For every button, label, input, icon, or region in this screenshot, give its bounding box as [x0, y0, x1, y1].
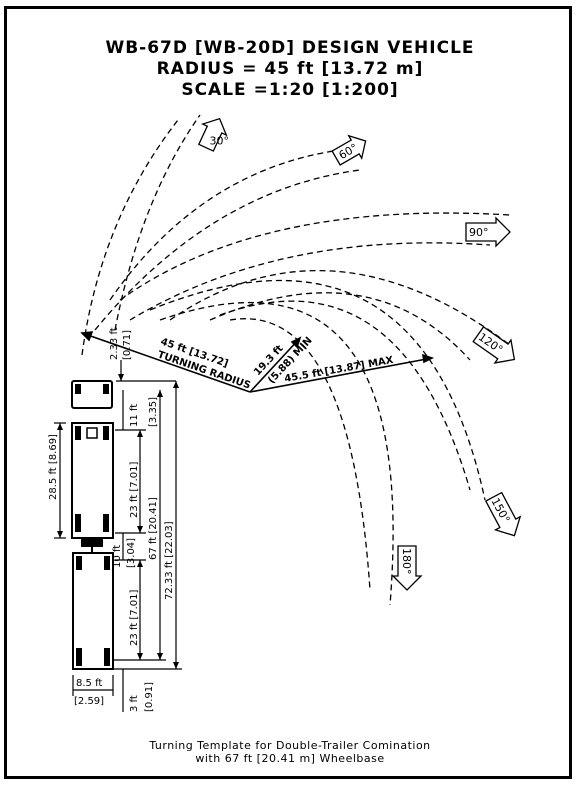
wheel: [103, 426, 109, 440]
angle-30-label: 30°: [209, 134, 229, 147]
dimension-arrowheads: [57, 374, 179, 669]
curve-180-a: [159, 302, 394, 606]
angle-90-label: 90°: [469, 226, 489, 239]
dim-cab-label: 11 ft: [129, 404, 140, 427]
curve-30-inner: [114, 114, 201, 331]
wheel: [76, 556, 82, 570]
min-radius-arrowhead: [290, 336, 302, 349]
drawing-border: [4, 6, 572, 779]
curve-30-outer: [81, 119, 179, 356]
max-radius-label: 45.5 ft [13.87] MAX: [284, 355, 395, 385]
wheel: [104, 556, 110, 570]
radius-labels: 45 ft [13.72] TURNING RADIUS 19.3 ft (5.…: [156, 335, 395, 391]
title-line-3: SCALE =1:20 [1:200]: [181, 80, 399, 100]
caption-line-1: Turning Template for Double-Trailer Comi…: [149, 739, 431, 752]
wheel: [75, 514, 81, 532]
wheel: [103, 514, 109, 532]
angle-markers: 30° 60° 90° 120° 150° 180°: [197, 117, 522, 591]
curve-180-b: [229, 318, 371, 591]
dim-trailer1-wb-label: 23 ft [7.01]: [129, 461, 140, 518]
dim-front-overhang-label: 2.33 ft: [109, 327, 120, 360]
vehicle-plan: [71, 380, 114, 670]
title-line-1: WB-67D [WB-20D] DESIGN VEHICLE: [105, 38, 475, 58]
wheel: [75, 384, 81, 394]
dim-gap-metric: [3.04]: [126, 538, 137, 568]
dim-rear-label: 3 ft: [129, 695, 140, 712]
angle-120-marker: 120°: [472, 325, 516, 364]
wheel: [103, 384, 109, 394]
dim-gap-label: 10 ft: [112, 545, 123, 568]
dim-front-overhang-metric: [0.71]: [122, 330, 133, 360]
dim-trailer1-length-label: 28.5 ft [8.69]: [48, 434, 59, 500]
wheels: [75, 384, 110, 666]
dim-trailer2-wb-label: 23 ft [7.01]: [129, 589, 140, 646]
converter-dolly: [81, 537, 103, 547]
curve-90-a: [119, 212, 511, 301]
min-radius-line: [249, 337, 301, 393]
wheel: [76, 648, 82, 666]
dimension-labels: 28.5 ft [8.69] 2.33 ft [0.71] 11 ft [3.3…: [48, 327, 175, 712]
angle-30-marker: 30°: [197, 117, 229, 152]
angle-180-marker: 180°: [391, 545, 423, 591]
turning-radius-line: [81, 332, 251, 393]
curve-150-b: [219, 300, 471, 491]
angle-180-label: 180°: [400, 548, 413, 575]
max-radius-arrowhead: [422, 353, 435, 364]
curve-60-a: [109, 149, 341, 301]
radius-lines: [80, 331, 435, 393]
wheel: [104, 648, 110, 666]
max-radius-line: [249, 357, 433, 393]
curve-90-b: [129, 242, 491, 321]
dim-rear-metric: [0.91]: [144, 682, 155, 712]
swept-path-curves: [81, 114, 511, 606]
dimension-lines: [54, 360, 182, 712]
kingpin: [86, 427, 98, 439]
curve-120-a: [169, 269, 511, 346]
tractor-cab: [71, 380, 113, 409]
dim-total-wb-label: 67 ft [20.41]: [148, 497, 159, 560]
wheel: [75, 426, 81, 440]
caption-line-2: with 67 ft [20.41 m] Wheelbase: [195, 752, 385, 765]
turning-radius-arrowhead: [80, 331, 94, 342]
curve-120-b: [209, 292, 471, 361]
angle-60-marker: 60°: [331, 134, 367, 166]
curve-150-a: [149, 279, 486, 501]
dim-cab-metric: [3.35]: [148, 397, 159, 427]
dim-width-metric: [2.59]: [74, 696, 104, 707]
angle-90-marker: 90°: [465, 216, 511, 248]
title-line-2: RADIUS = 45 ft [13.72 m]: [156, 59, 424, 79]
dim-overall-label: 72.33 ft [22.03]: [164, 521, 175, 600]
angle-150-marker: 150°: [484, 491, 522, 537]
dim-width-label: 8.5 ft: [76, 678, 102, 689]
